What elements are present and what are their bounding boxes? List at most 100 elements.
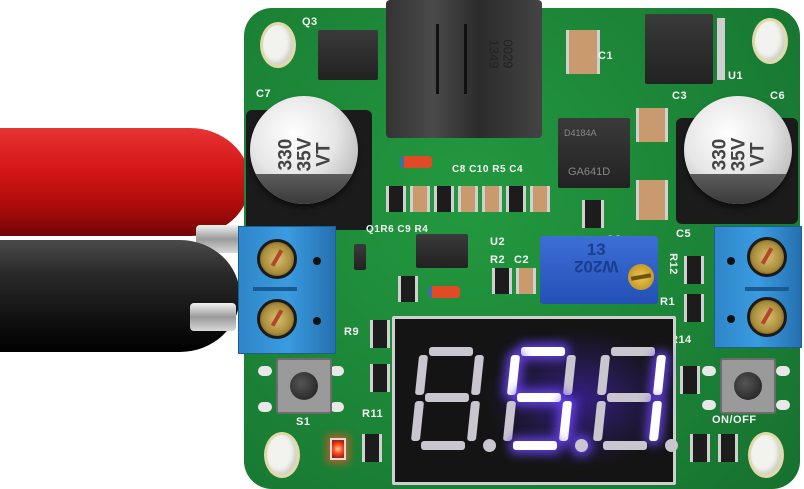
pot-marking: 13 W202 (574, 240, 619, 276)
segment-f (506, 355, 521, 395)
resistor (370, 364, 390, 392)
button-pad (702, 400, 716, 410)
mosfet-q2: D4184A GA641D (558, 118, 630, 188)
output-terminal-screw-2[interactable] (747, 297, 787, 337)
label-c10: C10 (469, 164, 489, 175)
segment-a (521, 347, 565, 356)
label-u2: U2 (490, 236, 506, 248)
terminal-hole (727, 315, 735, 323)
capacitor-c10 (482, 186, 502, 212)
opamp-u2 (416, 234, 468, 268)
electrolytic-capacitor-c7: 330 35V VT (250, 96, 358, 204)
power-led (330, 438, 346, 460)
resistor-913 (582, 200, 604, 228)
segment-c (648, 401, 663, 441)
digit-1 (410, 347, 496, 452)
button-pad (776, 400, 790, 410)
resistor (434, 186, 454, 212)
label-r11: R11 (362, 408, 384, 420)
label-r6: R6 (380, 224, 395, 235)
resistor-r9 (370, 320, 390, 348)
digit-3 (592, 347, 678, 452)
label-q3: Q3 (302, 16, 318, 28)
segment-d (513, 441, 557, 450)
segment-g (425, 393, 469, 402)
red-alligator-clip (0, 128, 250, 236)
mounting-hole-bottom-left (264, 432, 300, 478)
resistor (718, 434, 738, 462)
black-alligator-clip (0, 240, 240, 352)
label-q1: Q1 (366, 224, 381, 235)
label-r2: R2 (490, 254, 506, 266)
label-c5: C5 (676, 228, 692, 240)
capacitor-c4 (530, 186, 550, 212)
button-cap (290, 372, 318, 400)
label-on-off: ON/OFF (712, 414, 757, 426)
q3-chip (318, 30, 378, 80)
input-terminal-screw-2[interactable] (257, 299, 297, 339)
label-r5: R5 (492, 164, 507, 175)
u1-tab (717, 18, 725, 80)
digit-2 (502, 347, 588, 452)
segment-b (470, 355, 485, 395)
output-terminal-block (714, 226, 802, 348)
terminal-divider (745, 287, 789, 291)
transistor-q1 (354, 244, 366, 270)
regulator-u1 (645, 14, 713, 84)
label-r1: R1 (660, 296, 676, 308)
resistor-r5 (506, 186, 526, 212)
terminal-hole (313, 257, 321, 265)
capacitor-c8 (458, 186, 478, 212)
decimal-point (483, 439, 496, 452)
label-c7: C7 (256, 88, 272, 100)
c7-marking: 330 35V VT (275, 137, 335, 172)
button-pad (776, 366, 790, 376)
resistor-r2 (492, 268, 512, 294)
capacitor-c2 (516, 268, 536, 294)
c6-marking: 330 35V VT (709, 137, 769, 172)
segment-a (429, 347, 473, 356)
inductor-marking: 0029 1349 (486, 39, 516, 69)
capacitor-c5-top (636, 180, 668, 220)
button-cap (734, 372, 762, 400)
label-row: C8 C10 R5 C4 (452, 164, 523, 175)
decimal-point (665, 439, 678, 452)
diode-bottom (428, 286, 460, 298)
resistor (398, 276, 418, 302)
black-clip-metal-tip (190, 303, 236, 331)
label-c3: C3 (672, 90, 688, 102)
input-terminal-screw-1[interactable] (257, 239, 297, 279)
label-r12: R12 (666, 253, 679, 275)
on-off-button[interactable] (720, 358, 776, 414)
resistor (680, 366, 700, 394)
button-pad (330, 402, 344, 412)
trimmer-potentiometer[interactable]: 13 W202 (540, 236, 658, 304)
segment-g (607, 393, 651, 402)
terminal-hole (313, 317, 321, 325)
decimal-point (575, 439, 588, 452)
output-terminal-screw-1[interactable] (747, 237, 787, 277)
pot-adjust-screw[interactable] (628, 264, 654, 290)
label-r4: R4 (414, 224, 429, 235)
label-c8: C8 (452, 164, 466, 175)
terminal-divider (253, 287, 297, 291)
label-q1-r6-c9-r4: Q1R6 C9 R4 (366, 224, 428, 235)
label-r9: R9 (344, 326, 360, 338)
button-pad (258, 366, 272, 376)
capacitor-c3 (636, 108, 668, 142)
resistor-r12 (684, 256, 704, 284)
mounting-hole-top-right (752, 18, 788, 64)
segment-f (596, 355, 611, 395)
label-c6: C6 (770, 90, 786, 102)
segment-c (466, 401, 481, 441)
input-terminal-block (238, 226, 336, 354)
label-s1: S1 (296, 416, 311, 428)
electrolytic-capacitor-c6: 330 35V VT (684, 96, 792, 204)
terminal-hole (727, 257, 735, 265)
s1-tactile-button[interactable] (276, 358, 332, 414)
capacitor (410, 186, 430, 212)
resistor (386, 186, 406, 212)
mounting-hole-bottom-right (748, 432, 784, 478)
segment-d (603, 441, 647, 450)
label-c9: C9 (397, 224, 412, 235)
